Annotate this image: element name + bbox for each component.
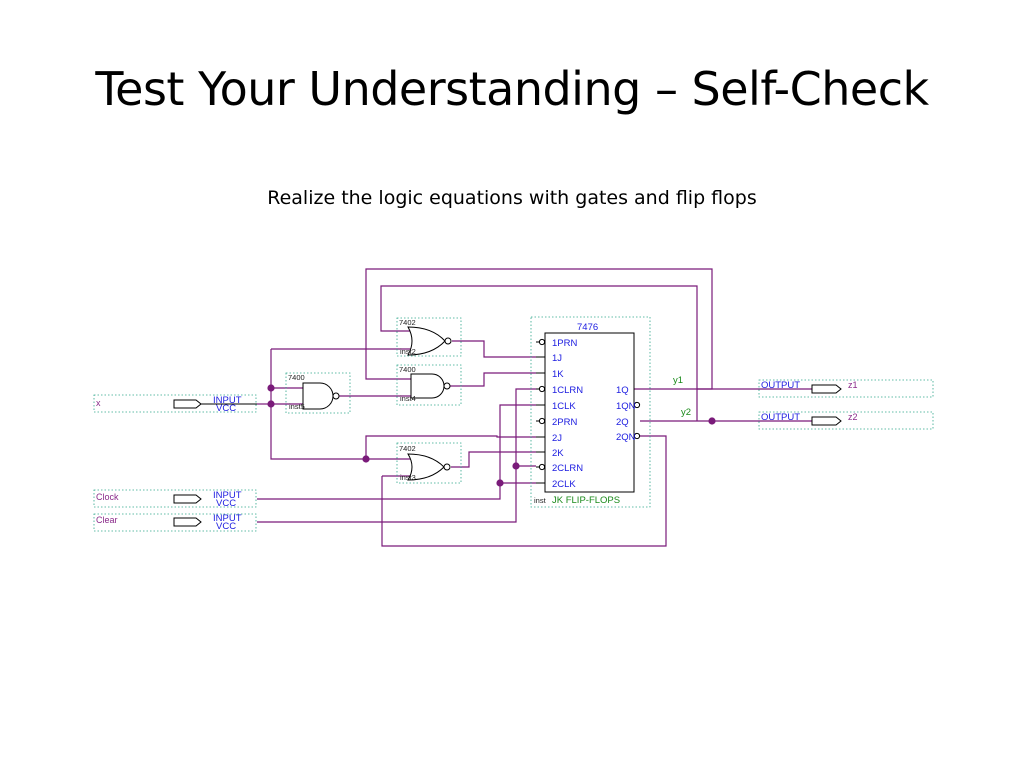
flipflop-right-pins	[633, 401, 641, 440]
pin-label-1clk: 1CLK	[552, 401, 576, 412]
flipflop-inst: inst	[534, 496, 547, 505]
slide-title: Test Your Understanding – Self-Check	[95, 62, 929, 116]
input-name-x: x	[96, 398, 101, 408]
gate-part-inst2: 7402	[399, 318, 416, 327]
nor-gate-inst3[interactable]: 7402 inst3	[396, 442, 462, 484]
output-pin-z1[interactable]: OUTPUT z1	[758, 379, 934, 398]
output-pin-z2[interactable]: OUTPUT z2	[758, 411, 934, 430]
pin-label-1k: 1K	[552, 369, 564, 380]
flipflop-description: JK FLIP-FLOPS	[552, 495, 620, 506]
pin-label-1j: 1J	[552, 353, 562, 364]
nand-gate-inst4[interactable]: 7400 inst4	[396, 364, 462, 406]
pin-label-1q: 1Q	[616, 385, 629, 396]
nand-gate-inst5[interactable]: 7400 inst5	[285, 372, 351, 414]
pin-label-2clrn: 2CLRN	[552, 463, 583, 474]
input-pin-clock[interactable]: Clock INPUT VCC	[93, 489, 257, 509]
jk-flipflop-7476[interactable]: 7476 inst JK FLIP-FLOPS 1PRN 1J 1K	[530, 316, 651, 508]
gate-inst-inst4: inst4	[400, 394, 416, 403]
input-name-clock: Clock	[96, 492, 119, 502]
gate-part-inst4: 7400	[399, 365, 416, 374]
pin-label-1clrn: 1CLRN	[552, 385, 583, 396]
flipflop-part: 7476	[577, 322, 598, 333]
net-label-y2: y2	[681, 407, 691, 418]
input-supply-clock: VCC	[216, 498, 236, 509]
output-type-z2: OUTPUT	[761, 412, 800, 423]
output-name-z1: z1	[848, 380, 858, 390]
pin-label-2q: 2Q	[616, 417, 629, 428]
gate-inst-inst3: inst3	[400, 473, 416, 482]
input-pin-x[interactable]: x INPUT VCC	[93, 394, 257, 414]
gate-inst-inst5: inst5	[289, 402, 305, 411]
gate-part-inst3: 7402	[399, 444, 416, 453]
input-type-x: INPUT	[213, 395, 242, 406]
input-type-clear: INPUT	[213, 513, 242, 524]
output-name-z2: z2	[848, 412, 858, 422]
input-name-clear: Clear	[96, 515, 118, 525]
input-type-clock: INPUT	[213, 490, 242, 501]
pin-label-1prn: 1PRN	[552, 338, 577, 349]
pin-label-2k: 2K	[552, 448, 564, 459]
input-pin-clear[interactable]: Clear INPUT VCC	[93, 513, 257, 532]
input-supply-clear: VCC	[216, 521, 236, 532]
junction-dots	[267, 384, 716, 487]
slide-subtitle: Realize the logic equations with gates a…	[267, 187, 757, 209]
gate-part-inst5: 7400	[288, 373, 305, 382]
gate-inst-inst2: inst2	[400, 347, 416, 356]
output-type-z1: OUTPUT	[761, 380, 800, 391]
net-label-y1: y1	[673, 375, 683, 386]
pin-label-2clk: 2CLK	[552, 479, 576, 490]
input-supply-x: VCC	[216, 403, 236, 414]
pin-label-2qn: 2QN	[616, 432, 636, 443]
nor-gate-inst2[interactable]: 7402 inst2	[396, 317, 462, 357]
flipflop-left-pins	[536, 338, 546, 484]
pin-label-1qn: 1QN	[616, 401, 636, 412]
pin-label-2prn: 2PRN	[552, 417, 577, 428]
pin-label-2j: 2J	[552, 433, 562, 444]
